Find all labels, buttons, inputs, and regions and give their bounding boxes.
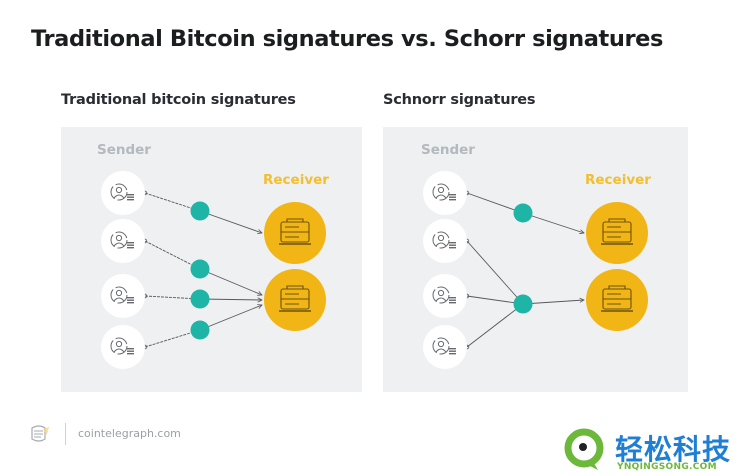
wallet-icon [279, 218, 311, 245]
sender-4 [101, 325, 145, 369]
wallet-icon [601, 285, 633, 312]
wallet-icon [279, 285, 311, 312]
sender-label: Sender [421, 142, 475, 158]
flow-line [144, 192, 201, 212]
schnorr-flow-diagram [423, 171, 648, 369]
watermark-subtext: YNQINGSONG.COM [617, 462, 717, 472]
sender-4 [423, 325, 467, 369]
sender-3 [423, 274, 467, 318]
user-wallet-icon [110, 286, 134, 304]
flow-line [466, 240, 523, 304]
sender-1 [101, 171, 145, 215]
sender-node [423, 171, 467, 215]
signature-node-3 [190, 289, 210, 309]
flow-line [199, 305, 262, 331]
receiver-2 [586, 269, 648, 331]
signature-node-2 [190, 259, 210, 279]
flow-line [522, 300, 584, 305]
user-wallet-icon [432, 231, 456, 249]
receiver-label: Receiver [585, 172, 651, 188]
user-wallet-icon [432, 183, 456, 201]
flow-line [144, 240, 201, 270]
user-wallet-icon [110, 337, 134, 355]
sender-node [101, 274, 145, 318]
user-wallet-icon [110, 231, 134, 249]
flow-line [522, 212, 584, 233]
watermark-logo-icon [564, 428, 604, 470]
flow-line [466, 304, 523, 348]
flow-line [466, 192, 524, 214]
receiver-node [264, 202, 326, 264]
receiver-1 [264, 202, 326, 264]
sender-node [423, 219, 467, 263]
diagram-title: Traditional Bitcoin signatures vs. Schor… [31, 26, 664, 52]
panel-heading-traditional: Traditional bitcoin signatures [61, 92, 296, 108]
sender-2 [423, 219, 467, 263]
signature-node-1 [190, 201, 210, 221]
schnorr-signatures-panel: Sender Receiver [383, 127, 688, 392]
signature-node-1 [513, 203, 533, 223]
signature-node-2 [513, 294, 533, 314]
user-wallet-icon [110, 183, 134, 201]
sender-3 [101, 274, 145, 318]
sender-2 [101, 219, 145, 263]
flow-line [199, 268, 262, 295]
receiver-node [586, 269, 648, 331]
sender-node [423, 274, 467, 318]
wallet-icon [601, 218, 633, 245]
panel-heading-schnorr: Schnorr signatures [383, 92, 536, 108]
footer-divider [65, 423, 66, 445]
flow-line [199, 210, 262, 233]
receiver-1 [586, 202, 648, 264]
flow-line [144, 329, 201, 348]
sender-node [423, 325, 467, 369]
cointelegraph-logo-icon [31, 425, 49, 442]
sender-node [101, 219, 145, 263]
footer-site-link[interactable]: cointelegraph.com [78, 427, 181, 440]
user-wallet-icon [432, 286, 456, 304]
sender-1 [423, 171, 467, 215]
receiver-2 [264, 269, 326, 331]
user-wallet-icon [432, 337, 456, 355]
traditional-signatures-panel: Sender Receiver [61, 127, 362, 392]
receiver-label: Receiver [263, 172, 329, 188]
sender-label: Sender [97, 142, 151, 158]
sender-node [101, 171, 145, 215]
signature-node-4 [190, 320, 210, 340]
receiver-node [264, 269, 326, 331]
receiver-node [586, 202, 648, 264]
traditional-flow-diagram [101, 171, 326, 369]
flow-line [199, 299, 262, 300]
watermark-text: 轻松科技 [615, 433, 732, 466]
sender-node [101, 325, 145, 369]
